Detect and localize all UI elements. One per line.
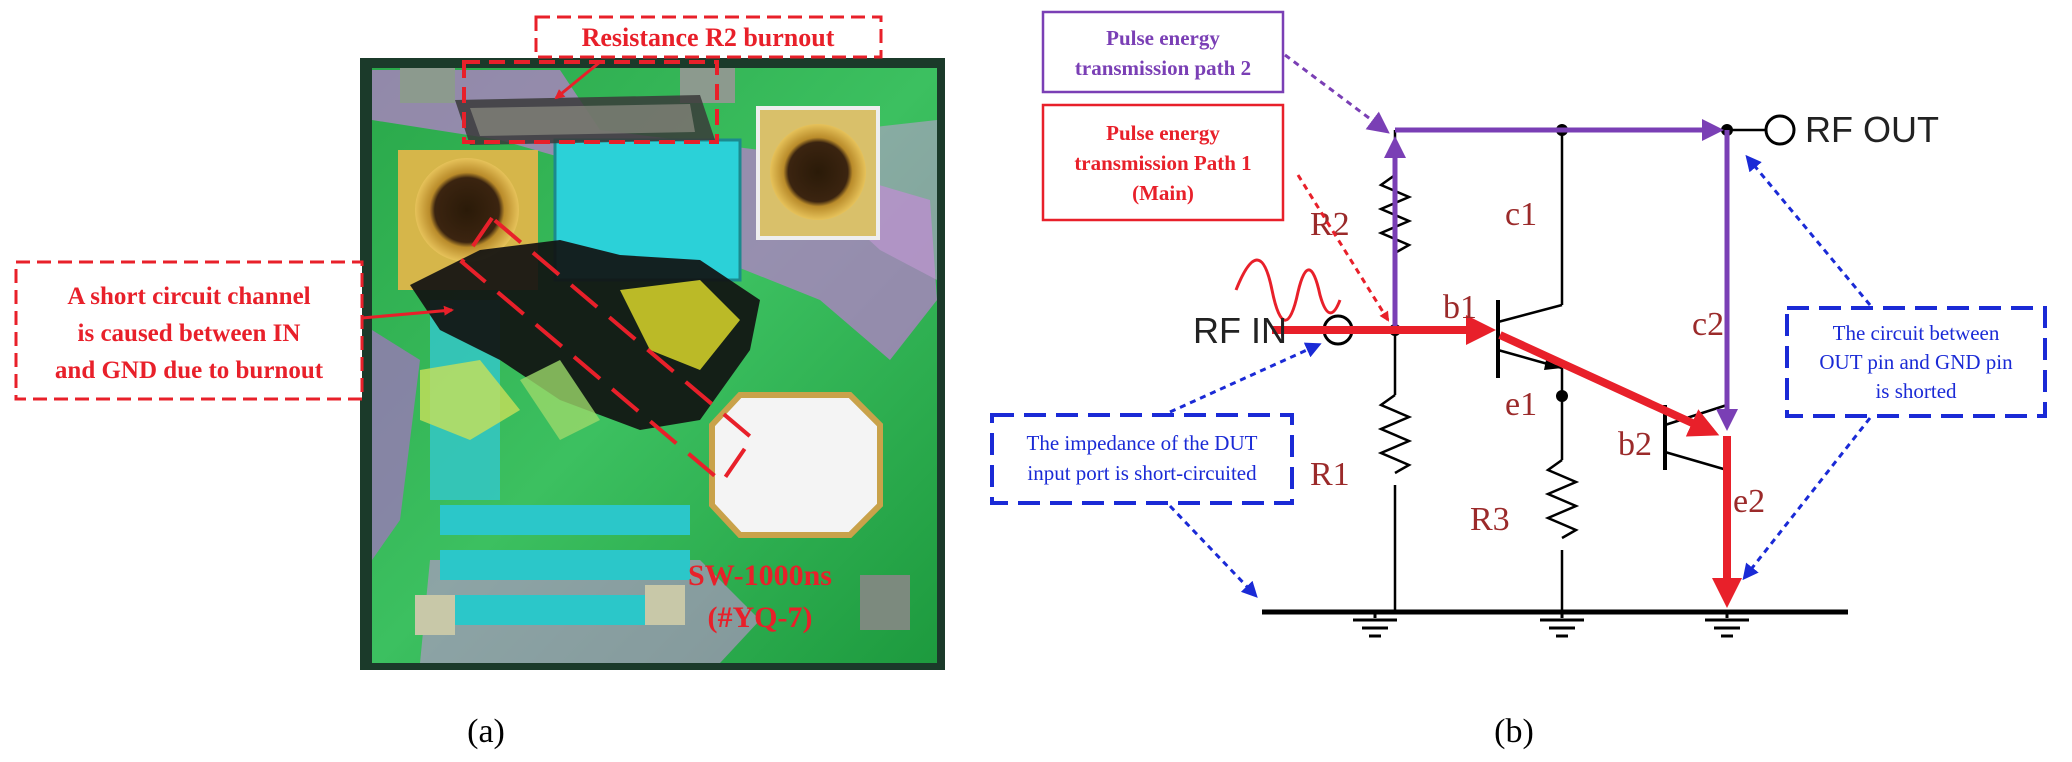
in-short-line-1: The impedance of the DUT	[1027, 431, 1258, 455]
node-e1: e1	[1505, 386, 1537, 423]
in-short-line-2: input port is short-circuited	[1027, 461, 1257, 485]
node-c1: c1	[1505, 196, 1537, 233]
path2-line-2: transmission path 2	[1075, 56, 1251, 80]
ground-symbols	[1353, 612, 1749, 638]
rf-in-label: RF IN	[1193, 310, 1287, 351]
path2-line-1: Pulse energy	[1106, 26, 1220, 50]
short-circuit-line-2: is caused between IN	[78, 320, 301, 347]
path1-line-3: (Main)	[1132, 181, 1194, 205]
path1	[1234, 258, 1742, 608]
sample-line-1: SW-1000ns	[688, 559, 832, 592]
sample-label: SW-1000ns (#YQ-7)	[688, 559, 832, 634]
short-circuit-label: A short circuit channel is caused betwee…	[14, 260, 364, 401]
caption-b: (b)	[1494, 713, 1534, 750]
path1-label: Pulse energy transmission Path 1 (Main)	[1041, 103, 1390, 322]
short-channel-box	[459, 215, 755, 485]
node-c2: c2	[1692, 306, 1724, 343]
sample-line-2: (#YQ-7)	[708, 601, 813, 634]
node-r1: R1	[1310, 456, 1350, 493]
out-short-line-3: is shorted	[1875, 379, 1957, 403]
resistance-burnout-box	[462, 60, 719, 144]
path2	[1384, 119, 1738, 431]
path1-line-1: Pulse energy	[1106, 121, 1220, 145]
path2-label: Pulse energy transmission path 2	[1041, 10, 1390, 134]
resistance-burnout-text: Resistance R2 burnout	[582, 23, 835, 52]
node-b2: b2	[1618, 426, 1652, 463]
short-circuit-line-1: A short circuit channel	[67, 283, 310, 310]
node-e2: e2	[1733, 483, 1765, 520]
node-r3: R3	[1470, 501, 1510, 538]
chip-annotations	[361, 60, 755, 485]
node-b1: b1	[1443, 289, 1477, 326]
path1-line-2: transmission Path 1	[1074, 151, 1251, 175]
in-short-label: The impedance of the DUT input port is s…	[990, 342, 1322, 598]
rf-out-label: RF OUT	[1805, 109, 1939, 150]
out-short-line-2: OUT pin and GND pin	[1819, 350, 2013, 374]
out-short-line-1: The circuit between	[1833, 321, 2000, 345]
chip-micrograph	[360, 58, 945, 670]
short-circuit-line-3: and GND due to burnout	[55, 357, 324, 384]
resistance-burnout-label: Resistance R2 burnout	[534, 15, 883, 59]
caption-a: (a)	[467, 713, 505, 750]
out-short-label: The circuit between OUT pin and GND pin …	[1742, 154, 2047, 581]
